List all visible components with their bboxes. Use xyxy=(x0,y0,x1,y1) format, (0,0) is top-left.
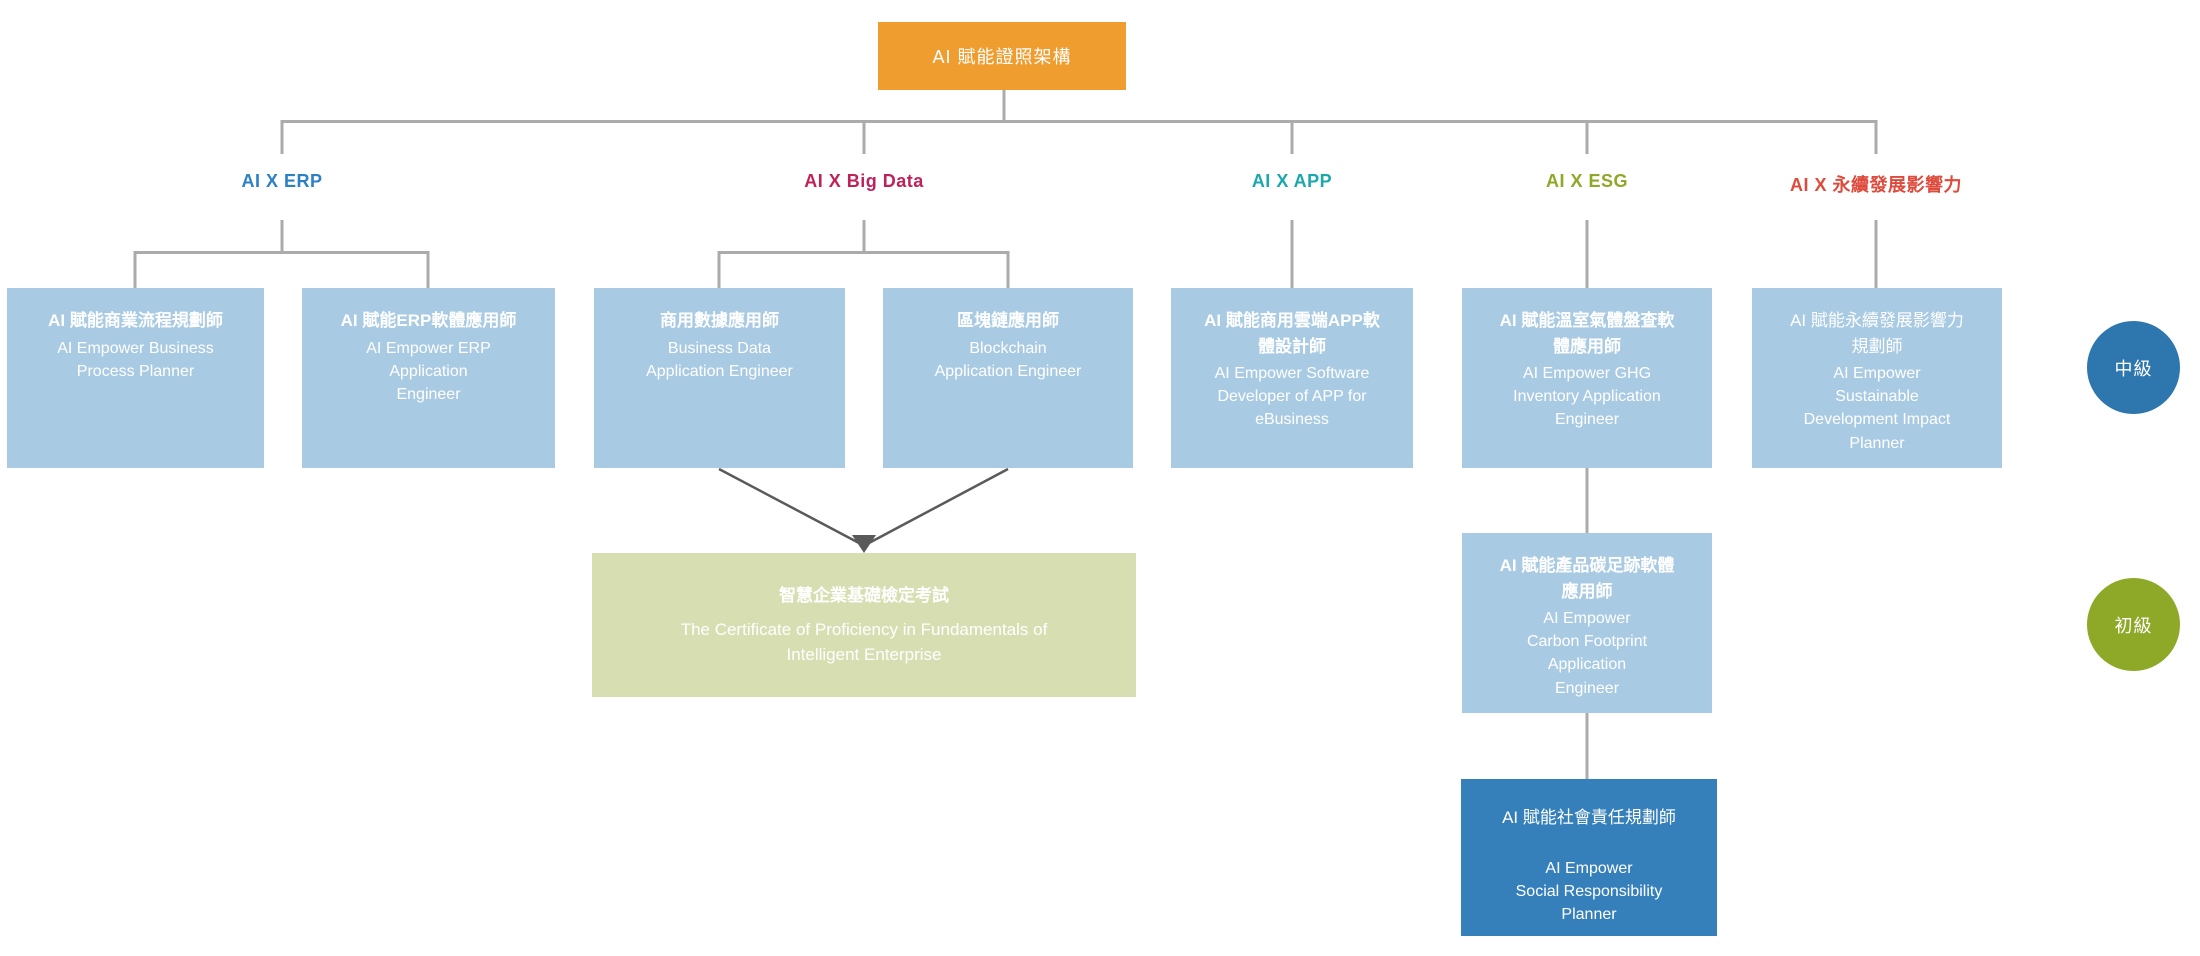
cert-box-sustainable-development-impact-planner: AI 賦能永續發展影響力 規劃師 AI Empower Sustainable … xyxy=(1752,288,2002,468)
cert-title-en: Blockchain Application Engineer xyxy=(934,339,1082,380)
cert-box-carbon-footprint-application-engineer: AI 賦能產品碳足跡軟體 應用師 AI Empower Carbon Footp… xyxy=(1462,533,1712,713)
level-badge-intermediate: 中級 xyxy=(2087,321,2180,414)
cert-title-en: AI Empower GHG Inventory Application Eng… xyxy=(1513,365,1661,429)
root-node: AI 賦能證照架構 xyxy=(878,22,1126,90)
arrow-down-icon xyxy=(852,535,876,553)
cert-title-en: AI Empower ERP Application Engineer xyxy=(366,339,491,403)
branch-label-erp: AI X ERP xyxy=(241,171,323,191)
cert-title-zh: AI 賦能溫室氣體盤查軟 體應用師 xyxy=(1499,311,1675,356)
cert-title-zh: AI 賦能商業流程規劃師 xyxy=(48,311,223,330)
cert-box-cloud-app-software-designer: AI 賦能商用雲端APP軟 體設計師 AI Empower Software D… xyxy=(1171,288,1413,468)
cert-title-zh: AI 賦能永續發展影響力 規劃師 xyxy=(1790,311,1964,356)
cert-title-en: AI Empower Business Process Planner xyxy=(57,339,214,380)
cert-title-zh: 區塊鏈應用師 xyxy=(957,311,1059,330)
cert-box-business-data-application-engineer: 商用數據應用師 Business Data Application Engine… xyxy=(594,288,845,468)
cert-box-ghg-inventory-application-engineer: AI 賦能溫室氣體盤查軟 體應用師 AI Empower GHG Invento… xyxy=(1462,288,1712,468)
cert-title-zh: 商用數據應用師 xyxy=(660,311,779,330)
exam-arrows xyxy=(718,467,1009,545)
exam-title-en: The Certificate of Proficiency in Fundam… xyxy=(680,620,1048,664)
branch-label-app: AI X APP xyxy=(1251,171,1333,191)
arrow-line-from-blockchain xyxy=(868,467,1009,545)
cert-title-en: AI Empower Social Responsibility Planner xyxy=(1515,859,1663,923)
cert-title-zh: AI 賦能社會責任規劃師 xyxy=(1502,808,1676,827)
cert-title-zh: AI 賦能產品碳足跡軟體 應用師 xyxy=(1499,556,1675,601)
cert-box-blockchain-application-engineer: 區塊鏈應用師 Blockchain Application Engineer xyxy=(883,288,1133,468)
cert-title-en: AI Empower Software Developer of APP for… xyxy=(1214,365,1370,429)
cert-box-erp-application-engineer: AI 賦能ERP軟體應用師 AI Empower ERP Application… xyxy=(302,288,555,468)
root-label: AI 賦能證照架構 xyxy=(932,47,1072,67)
cert-box-social-responsibility-planner: AI 賦能社會責任規劃師 AI Empower Social Responsib… xyxy=(1461,779,1717,936)
branch-label-big-data: AI X Big Data xyxy=(804,171,924,191)
level-label: 初級 xyxy=(2114,615,2153,636)
branch-label-esg: AI X ESG xyxy=(1545,171,1629,191)
branch-label-sustainability: AI X 永續發展影響力 xyxy=(1789,175,1962,195)
cert-title-en: AI Empower Carbon Footprint Application … xyxy=(1526,610,1648,697)
level-badge-beginner: 初級 xyxy=(2087,578,2180,671)
cert-box-business-process-planner: AI 賦能商業流程規劃師 AI Empower Business Process… xyxy=(7,288,264,468)
exam-title-zh: 智慧企業基礎檢定考試 xyxy=(779,585,949,605)
cert-title-en: AI Empower Sustainable Development Impac… xyxy=(1803,365,1951,452)
cert-title-zh: AI 賦能商用雲端APP軟 體設計師 xyxy=(1204,311,1380,356)
arrow-line-from-business-data xyxy=(718,467,860,545)
exam-box-intelligent-enterprise-fundamentals: 智慧企業基礎檢定考試 The Certificate of Proficienc… xyxy=(592,553,1136,697)
cert-title-en: Business Data Application Engineer xyxy=(646,339,793,380)
level-label: 中級 xyxy=(2114,358,2153,379)
cert-title-zh: AI 賦能ERP軟體應用師 xyxy=(340,311,517,330)
